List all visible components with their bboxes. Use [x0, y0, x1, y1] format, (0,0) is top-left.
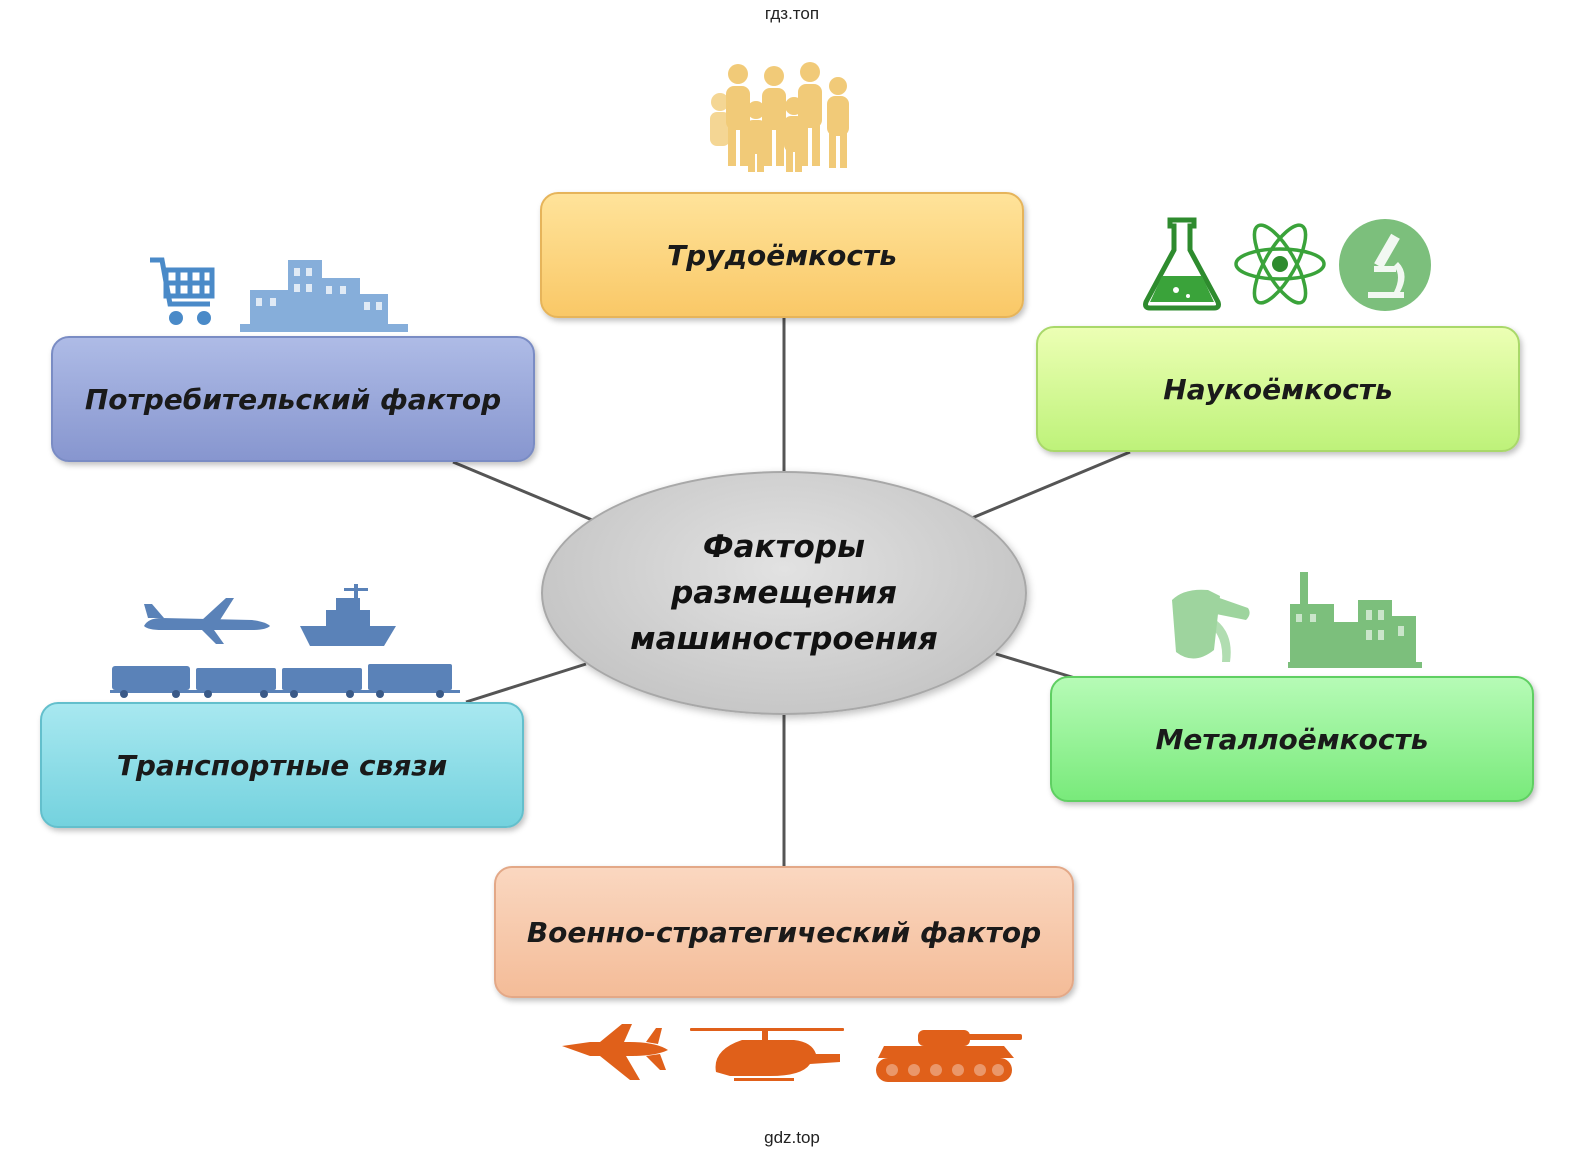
- node-transport-links: Транспортные связи: [40, 702, 524, 828]
- helicopter-icon: [690, 1028, 844, 1081]
- freight-train-icon: [110, 664, 460, 698]
- watermark-top: гдз.топ: [764, 4, 820, 23]
- central-topic: Факторы размещения машиностроения: [541, 471, 1027, 715]
- node-labor-intensity: Трудоёмкость: [540, 192, 1024, 318]
- tank-icon: [876, 1030, 1022, 1082]
- ladle-icon: [1172, 589, 1250, 662]
- atom-icon: [1234, 223, 1326, 305]
- microscope-icon: [1339, 219, 1431, 311]
- connector-transport: [465, 662, 587, 704]
- shopping-cart-icon: [150, 257, 215, 325]
- connector-metal: [995, 652, 1076, 680]
- watermark-bottom: gdz.top: [764, 1128, 820, 1147]
- ship-icon: [300, 584, 396, 646]
- node-military-strategic-factor: Военно-стратегический фактор: [494, 866, 1074, 998]
- connector-consumer: [452, 460, 598, 524]
- people-group-icon: [710, 62, 849, 172]
- node-science-intensity: Наукоёмкость: [1036, 326, 1520, 452]
- factory-building-icon: [240, 260, 408, 332]
- central-topic-line-3: машиностроения: [630, 621, 938, 657]
- node-consumer-factor: Потребительский фактор: [51, 336, 535, 462]
- node-metal-intensity: Металлоёмкость: [1050, 676, 1534, 802]
- airplane-icon: [144, 598, 270, 644]
- fighter-jet-icon: [562, 1024, 668, 1080]
- central-topic-line-1: Факторы: [702, 529, 866, 565]
- central-topic-line-2: размещения: [671, 575, 897, 611]
- connector-science: [971, 450, 1131, 520]
- flask-icon: [1143, 217, 1221, 311]
- metallurgical-plant-icon: [1288, 572, 1422, 668]
